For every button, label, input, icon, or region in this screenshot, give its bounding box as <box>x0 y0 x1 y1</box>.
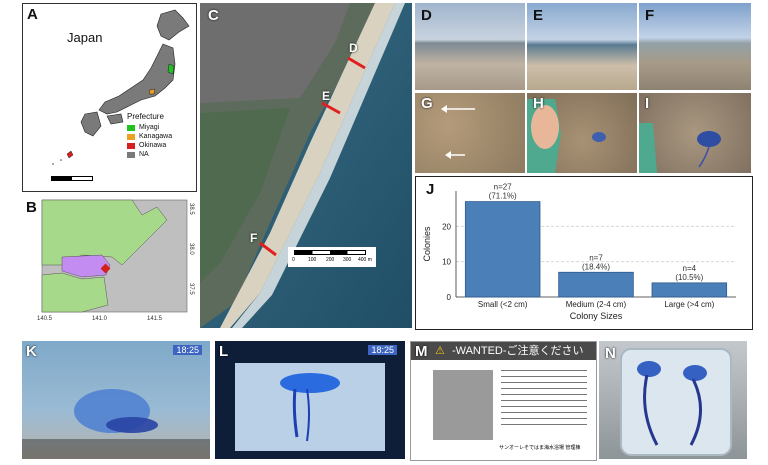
legend-text: NA <box>139 151 149 158</box>
panel-b-miyagi-map: B 140.5 141.0 141.5 38.5 38.0 37.5 <box>22 195 195 330</box>
legend-swatch <box>127 133 135 140</box>
legend-title: Prefecture <box>127 112 164 121</box>
point-f-label: F <box>250 231 258 245</box>
panel-e-photo: E <box>527 3 637 90</box>
panel-i-label: I <box>645 95 650 112</box>
japan-map-shape <box>52 9 190 165</box>
y-axis-label: Colonies <box>422 226 432 262</box>
scale-tick-400: 400 m <box>358 257 372 263</box>
sign-text-lines <box>501 370 587 430</box>
panel-d-label: D <box>421 7 432 24</box>
news-time-l: 18:25 <box>368 345 397 355</box>
panel-j-chart: J 0 10 20 n=27(71.1%) Small (<2 cm) n=7(18.4%… <box>415 176 753 330</box>
panel-g-photo: G <box>415 93 525 173</box>
miyagi-map-shape <box>41 199 188 313</box>
satellite-image <box>200 3 412 328</box>
y-tick-3: 37.5 <box>188 283 194 295</box>
y-tick-1: 38.5 <box>188 203 194 215</box>
jellyfish-closeup <box>639 123 721 173</box>
sign-header: ⚠ -WANTED-ご注意ください <box>411 342 596 360</box>
panel-n-label: N <box>605 345 616 362</box>
bar <box>464 201 541 298</box>
panel-h-photo: H <box>527 93 637 173</box>
panel-l-label: L <box>219 343 229 360</box>
sign-title: -WANTED-ご注意ください <box>451 345 584 357</box>
bar-annotation: (10.5%) <box>675 273 703 282</box>
bar <box>651 282 728 298</box>
jellyfish-in-jar <box>620 348 732 456</box>
panel-f-label: F <box>645 7 655 24</box>
panel-m-warning-sign: ⚠ -WANTED-ご注意ください M サンオーレそではま海水浴場 管理棟 <box>410 341 597 461</box>
x-axis-label: Colony Sizes <box>570 311 623 321</box>
x-tick-label: Small (<2 cm) <box>478 300 528 309</box>
x-tick-2: 141.0 <box>92 316 108 322</box>
x-tick-label: Medium (2-4 cm) <box>566 300 627 309</box>
panel-c-label: C <box>208 7 219 24</box>
legend-text: Miyagi <box>139 124 160 131</box>
scale-tick-300: 300 <box>343 257 352 263</box>
sign-photo <box>433 370 493 440</box>
bar <box>558 271 634 298</box>
scale-tick-100: 100 <box>308 257 317 263</box>
panel-k-tv-screen: K 18:25 <box>22 341 210 459</box>
panel-j-label: J <box>426 181 435 198</box>
scale-bar-box: 0 100 200 300 400 m <box>288 247 376 267</box>
x-tick-1: 140.5 <box>37 316 53 322</box>
bar-annotation: n=4 <box>683 264 697 273</box>
legend-swatch <box>127 124 135 131</box>
jellyfish-on-sand <box>22 389 210 459</box>
japan-title: Japan <box>67 30 103 45</box>
legend-swatch <box>127 142 135 149</box>
panel-e-label: E <box>533 7 544 24</box>
legend-item: NA <box>127 151 187 158</box>
bar-annotation: n=7 <box>589 253 603 262</box>
scale-bar <box>51 176 93 181</box>
x-tick-3: 141.5 <box>147 316 163 322</box>
news-time-k: 18:25 <box>173 345 202 355</box>
panel-h-label: H <box>533 95 544 112</box>
scale-tick-0: 0 <box>292 257 295 263</box>
bar-annotation: (71.1%) <box>489 192 517 201</box>
panel-l-tv-screen: L 18:25 <box>215 341 405 459</box>
point-e-label: E <box>322 89 331 103</box>
sign-footer: サンオーレそではま海水浴場 管理棟 <box>499 445 581 451</box>
bar-annotation: n=27 <box>494 183 513 192</box>
panel-f-photo: F <box>639 3 751 90</box>
legend-text: Okinawa <box>139 142 167 149</box>
legend-text: Kanagawa <box>139 133 173 140</box>
warning-icon: ⚠ <box>435 345 445 357</box>
foot-and-jellyfish <box>527 99 606 173</box>
panel-b-label: B <box>26 199 37 216</box>
scale-tick-200: 200 <box>326 257 335 263</box>
legend-swatch <box>127 151 135 158</box>
panel-c-satellite: C D E F 0 100 200 300 400 m <box>200 3 412 328</box>
jellyfish-in-tank <box>235 363 385 451</box>
point-d-label: D <box>349 41 358 55</box>
arrow-icon <box>441 105 475 159</box>
x-tick-label: Large (>4 cm) <box>664 300 714 309</box>
panel-g-label: G <box>421 95 433 112</box>
panel-i-photo: I <box>639 93 751 173</box>
colony-size-chart: 0 10 20 n=27(71.1%) Small (<2 cm) n=7(18.4%) M… <box>422 183 736 321</box>
panel-a-label: A <box>27 6 38 23</box>
panel-d-photo: D <box>415 3 525 90</box>
panel-m-label: M <box>415 343 428 360</box>
legend-item: Miyagi <box>127 124 187 131</box>
y-tick-label: 10 <box>442 258 451 267</box>
bar-annotation: (18.4%) <box>582 262 610 271</box>
panel-k-label: K <box>26 343 37 360</box>
legend-item: Okinawa <box>127 142 187 149</box>
y-tick-label: 0 <box>447 293 452 302</box>
y-tick-label: 20 <box>442 222 451 231</box>
panel-n-jar-photo: N <box>599 341 747 459</box>
y-tick-2: 38.0 <box>188 243 194 255</box>
legend-item: Kanagawa <box>127 133 187 140</box>
